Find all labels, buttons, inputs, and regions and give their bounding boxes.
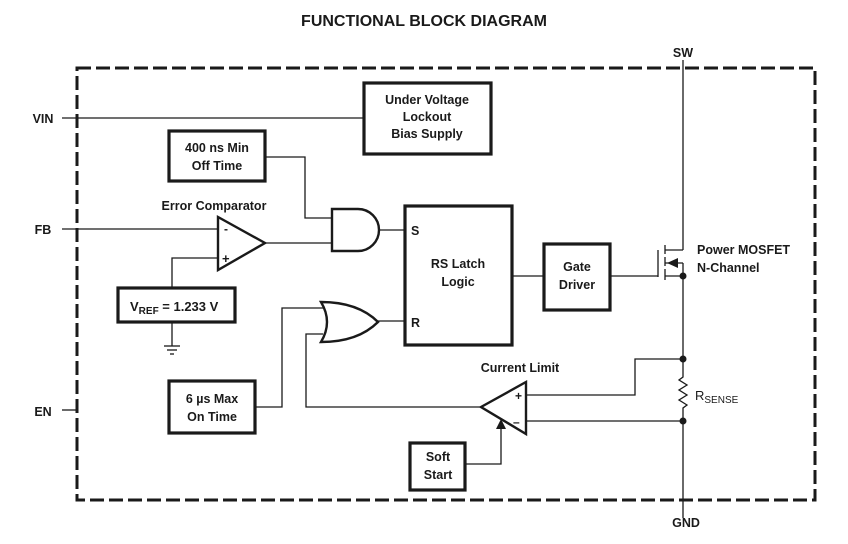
pin-gnd-label: GND [672, 516, 700, 530]
wire-off-time [265, 156, 333, 219]
svg-text:Off Time: Off Time [192, 159, 243, 173]
wire-on-time [255, 307, 323, 408]
wire-current-limit [305, 333, 480, 408]
svg-text:VREF = 1.233 V: VREF = 1.233 V [130, 299, 219, 317]
comparator-minus: - [224, 222, 228, 236]
svg-text:Soft: Soft [426, 450, 451, 464]
mosfet-icon [657, 245, 687, 280]
pin-vin-label: VIN [33, 112, 54, 126]
svg-text:400 ns Min: 400 ns Min [185, 141, 249, 155]
svg-text:6 µs Max: 6 µs Max [186, 392, 238, 406]
uvlo-block: Under Voltage Lockout Bias Supply [362, 81, 493, 156]
min-off-time-block: 400 ns Min Off Time [167, 129, 267, 183]
pin-fb-label: FB [35, 223, 52, 237]
or-gate-icon [318, 300, 380, 344]
wire-cl-plus [526, 358, 683, 396]
latch-set-input: S [411, 224, 419, 238]
pin-en-label: EN [34, 405, 51, 419]
svg-text:Lockout: Lockout [403, 110, 452, 124]
svg-text:Logic: Logic [441, 275, 474, 289]
ground-icon [164, 345, 180, 355]
svg-text:RS Latch: RS Latch [431, 257, 485, 271]
wire-vref [171, 257, 218, 287]
wire-soft-start [465, 428, 502, 465]
mosfet-label-2: N-Channel [697, 261, 760, 275]
gate-driver-block: Gate Driver [542, 242, 612, 312]
diagram-title: FUNCTIONAL BLOCK DIAGRAM [301, 13, 547, 30]
rsense-label: RSENSE [695, 388, 739, 406]
current-limit-comparator-symbol: + – [478, 379, 528, 437]
current-limit-label: Current Limit [481, 361, 560, 375]
svg-text:On Time: On Time [187, 410, 237, 424]
max-on-time-block: 6 µs Max On Time [167, 379, 257, 435]
soft-start-arrow-icon [496, 419, 506, 429]
cl-plus: + [515, 389, 522, 403]
error-comparator-label: Error Comparator [162, 199, 267, 213]
svg-text:Gate: Gate [563, 260, 591, 274]
svg-text:Driver: Driver [559, 278, 595, 292]
svg-text:Under Voltage: Under Voltage [385, 93, 469, 107]
soft-start-block: Soft Start [408, 441, 467, 492]
chip-boundary [75, 66, 817, 502]
mosfet-label-1: Power MOSFET [697, 243, 790, 257]
cl-minus: – [513, 415, 520, 429]
wires [62, 60, 684, 518]
comparator-plus: + [222, 251, 230, 266]
svg-text:Bias Supply: Bias Supply [391, 127, 463, 141]
svg-text:Start: Start [424, 468, 453, 482]
pin-sw-label: SW [673, 46, 693, 60]
and-gate-icon [330, 207, 381, 253]
resistor-icon [677, 359, 689, 421]
rs-latch-block: S R RS Latch Logic [403, 204, 514, 347]
error-comparator-symbol: - + [216, 214, 268, 273]
latch-reset-input: R [411, 316, 420, 330]
vref-block: VREF = 1.233 V [116, 286, 237, 324]
